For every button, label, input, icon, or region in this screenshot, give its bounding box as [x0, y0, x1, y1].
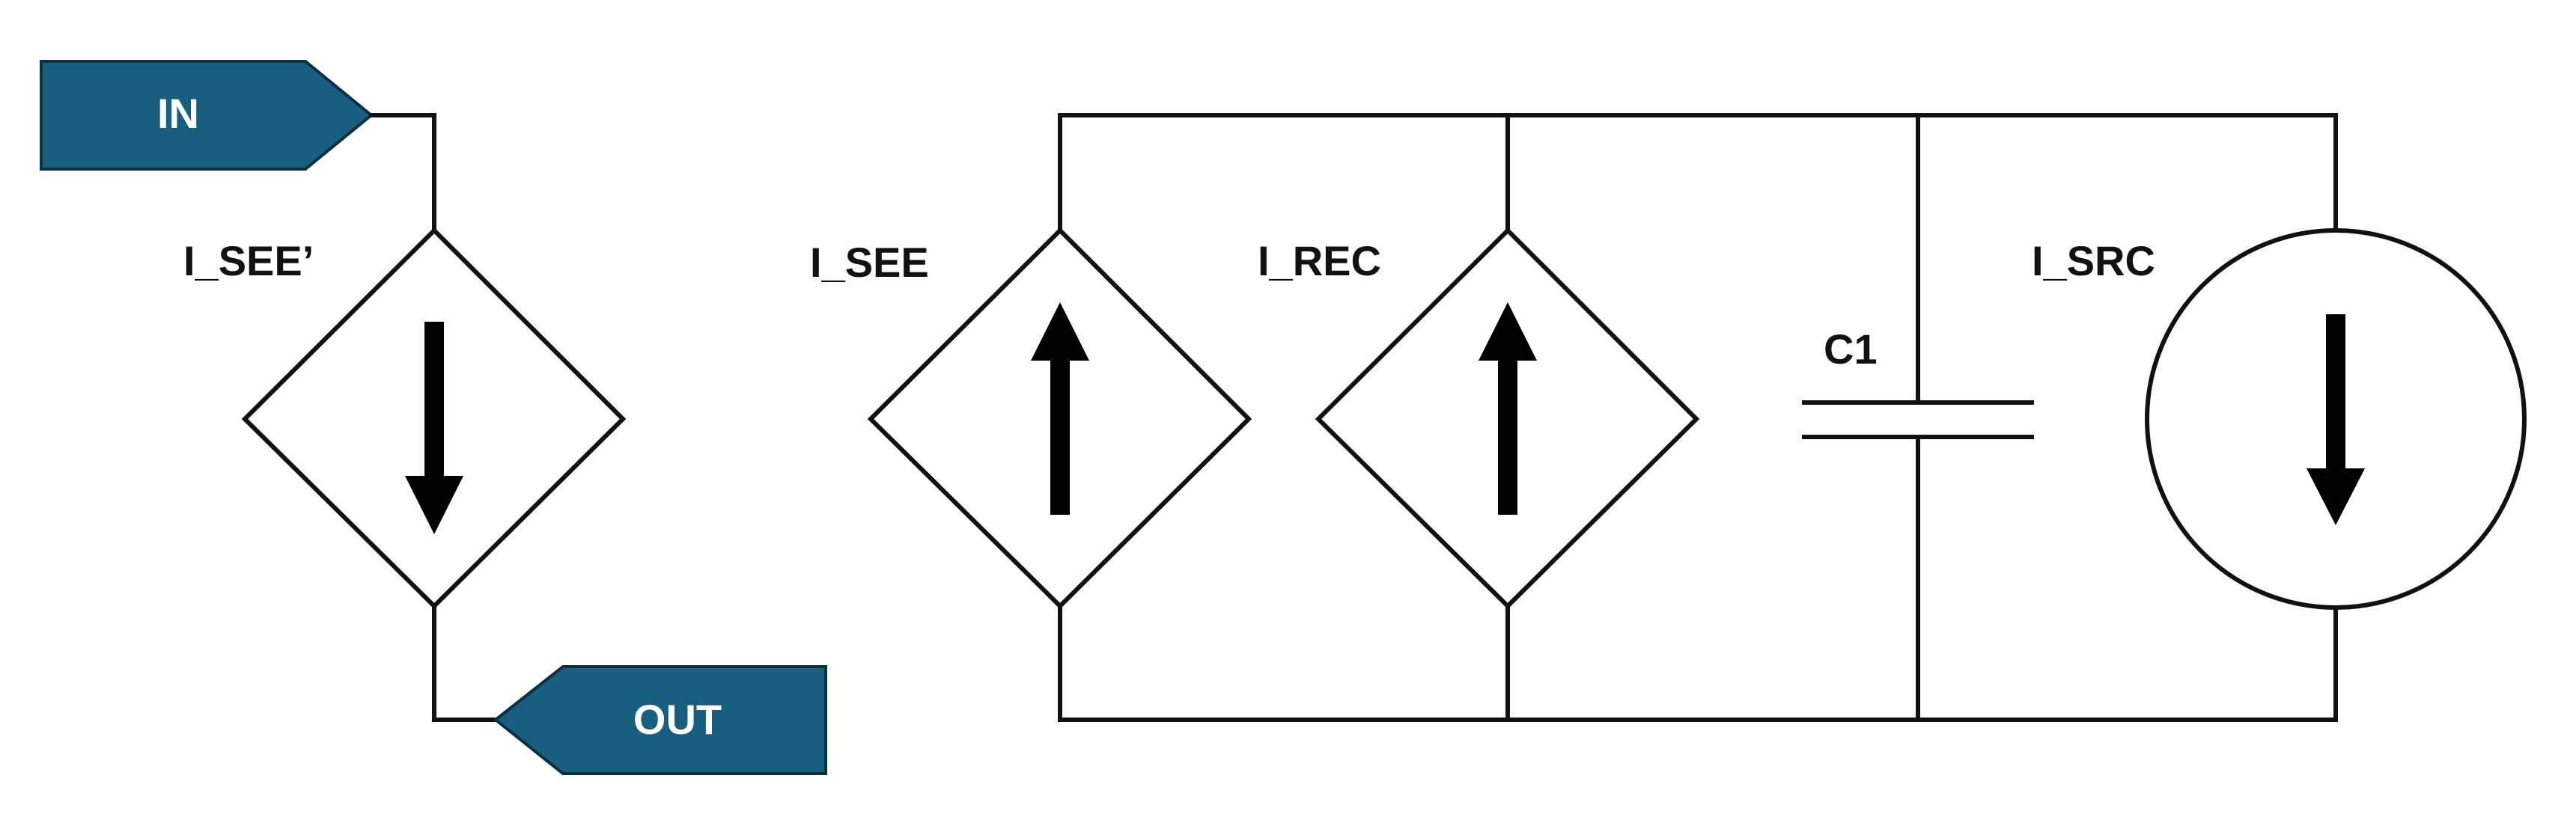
i-rec-label: I_REC — [1258, 237, 1381, 284]
arrow-down-icon — [424, 322, 444, 486]
i-see-source — [867, 227, 1252, 610]
out-wire — [432, 604, 498, 722]
arrow-up-head-icon — [1031, 302, 1089, 361]
out-port-label: OUT — [633, 696, 722, 743]
arrow-up-head-icon — [1479, 302, 1537, 361]
c1-label: C1 — [1824, 325, 1878, 373]
arrow-down-head-icon — [405, 476, 463, 534]
arrow-up-icon — [1050, 358, 1070, 515]
in-port-shape — [40, 60, 374, 171]
i-see-prime-source — [241, 227, 627, 610]
arrow-down-icon — [2326, 314, 2345, 479]
i-src-label: I_SRC — [2032, 237, 2155, 284]
arrow-up-icon — [1498, 358, 1517, 515]
out-port: OUT — [493, 665, 827, 775]
arrow-down-head-icon — [2306, 468, 2365, 525]
i-see-prime-label: I_SEE’ — [183, 237, 314, 284]
i-see-label: I_SEE — [810, 239, 929, 286]
out-port-shape — [493, 665, 827, 775]
i-src-source — [2145, 228, 2527, 610]
right-circuit-wires — [1058, 113, 2338, 722]
left-circuit-wires — [369, 113, 498, 722]
in-port-label: IN — [157, 90, 199, 137]
i-rec-source — [1315, 227, 1700, 610]
c1-capacitor — [1802, 400, 2034, 439]
in-wire — [369, 113, 436, 233]
in-port: IN — [40, 60, 374, 171]
